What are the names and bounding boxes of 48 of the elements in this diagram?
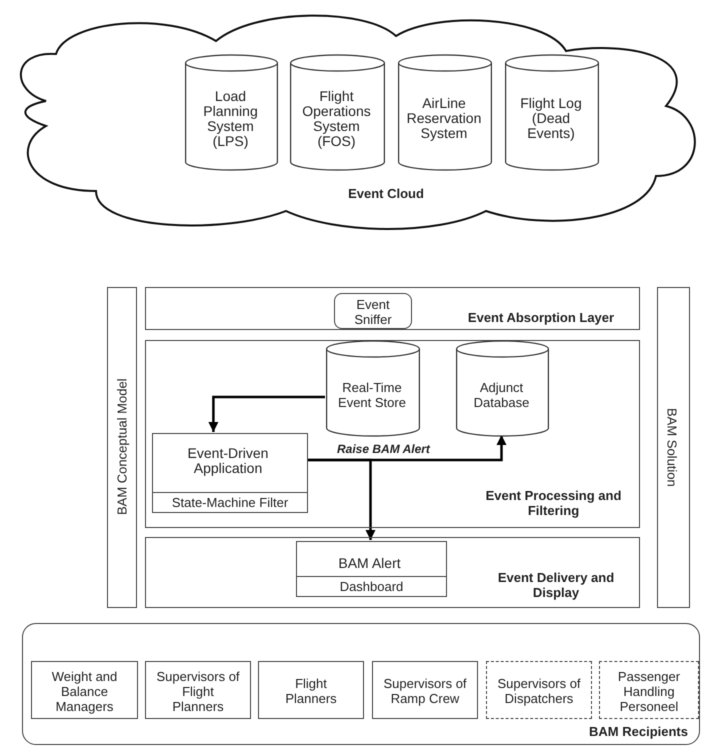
database-cylinder — [505, 55, 599, 170]
node-label: Flight Log (Dead Events) — [519, 94, 583, 143]
node-label: AirLine Reservation System — [407, 94, 481, 143]
node-label: Supervisors of Ramp Crew — [383, 675, 467, 708]
arrow — [307, 458, 376, 540]
layer-panel — [145, 340, 640, 528]
box-footer: Dashboard — [301, 579, 442, 594]
node-label: Flight Planners — [284, 675, 338, 708]
node-label: Weight and Balance Managers — [50, 668, 118, 716]
node-label: Passenger Handling Personeel — [616, 668, 682, 716]
layer-title: Event Delivery and Display — [496, 570, 616, 600]
node-label: Flight Operations System (FOS) — [301, 86, 372, 151]
database-cylinder — [398, 55, 492, 170]
database-cylinder — [326, 341, 420, 436]
layer-title: BAM Recipients — [588, 724, 688, 739]
layer-panel — [145, 537, 640, 608]
database-cylinder — [185, 55, 278, 170]
node-label: Supervisors of Dispatchers — [497, 675, 581, 708]
node-label: Supervisors of Flight Planners — [156, 668, 240, 716]
database-cylinder — [290, 55, 385, 170]
node-label: Event Sniffer — [353, 296, 393, 329]
vertical-band — [657, 287, 690, 608]
recipient-box — [599, 661, 699, 719]
process-box — [334, 293, 412, 329]
node-label: Real-Time Event Store — [337, 378, 407, 412]
layer-title: Event Absorption Layer — [466, 310, 616, 325]
node-label: Load Planning System (LPS) — [202, 86, 259, 151]
band-title: BAM Conceptual Model — [114, 378, 130, 518]
recipient-box — [145, 661, 251, 719]
box-footer: State-Machine Filter — [157, 495, 303, 510]
box-title: Event-Driven Application — [186, 446, 270, 476]
process-box — [296, 541, 447, 597]
layer-title: Event Cloud — [347, 186, 425, 201]
group-container — [22, 623, 700, 745]
recipient-box — [372, 661, 478, 719]
layer-title: Event Processing and Filtering — [484, 488, 622, 518]
band-title: BAM Solution — [664, 406, 680, 488]
recipient-box — [31, 661, 138, 719]
node-label: Adjunct Database — [472, 378, 530, 412]
arrow — [208, 396, 325, 432]
recipient-box — [258, 661, 364, 719]
recipient-box — [486, 661, 592, 719]
process-box — [152, 433, 308, 513]
layer-panel — [145, 287, 640, 330]
edge-label: Raise BAM Alert — [335, 442, 432, 456]
vertical-band — [107, 287, 137, 608]
box-title: BAM Alert — [337, 556, 402, 571]
database-cylinder — [456, 341, 549, 436]
